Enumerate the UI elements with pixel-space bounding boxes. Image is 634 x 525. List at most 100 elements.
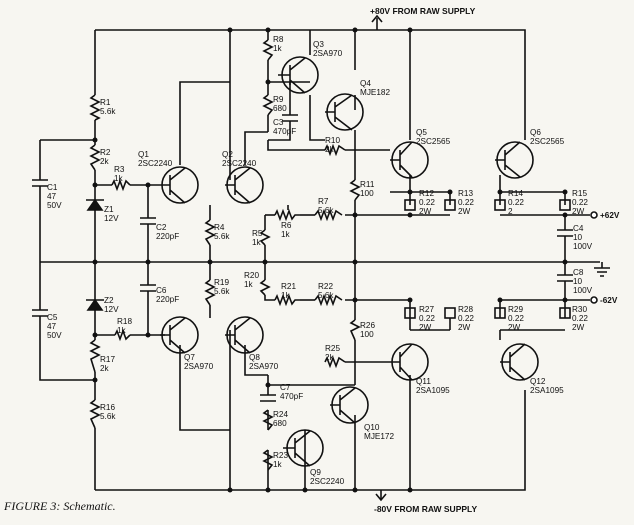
label-r20-a: R20 — [244, 271, 259, 280]
label-r4-a: R4 — [214, 223, 225, 232]
figure-caption: FIGURE 3: Schematic. — [3, 499, 116, 513]
label-q10-a: Q10 — [364, 423, 380, 432]
label-r21-a: R21 — [281, 282, 296, 291]
label-r19-b: 5.6k — [214, 287, 230, 296]
label-r5-a: R5 — [252, 229, 263, 238]
label-r5-b: 1k — [252, 238, 262, 247]
label-r13-a: R13 — [458, 189, 473, 198]
label-r19-a: R19 — [214, 278, 229, 287]
label-r14-b: 0.22 — [508, 198, 524, 207]
label-r4-b: 5.6k — [214, 232, 230, 241]
label-q4-a: Q4 — [360, 79, 371, 88]
label-c1-a: C1 — [47, 183, 58, 192]
label-r12-b: 0.22 — [419, 198, 435, 207]
label-q1-a: Q1 — [138, 150, 149, 159]
label-r8-b: 1k — [273, 44, 283, 53]
output-negative-label: -62V — [600, 296, 618, 305]
label-q2-b: 2SC2240 — [222, 159, 257, 168]
label-r18-a: R18 — [117, 317, 132, 326]
transistor-symbols — [160, 56, 539, 467]
capacitor-symbols — [32, 82, 573, 402]
label-r1-a: R1 — [100, 98, 111, 107]
label-r12-a: R12 — [419, 189, 434, 198]
label-r15-c: 2W — [572, 207, 585, 216]
label-c3-b: 470pF — [273, 127, 296, 136]
label-q8-a: Q8 — [249, 353, 260, 362]
label-q11-b: 2SA1095 — [416, 386, 450, 395]
label-r29-c: 2W — [508, 323, 521, 332]
label-q3-b: 2SA970 — [313, 49, 343, 58]
label-r30-c: 2W — [572, 323, 585, 332]
label-z2-b: 12V — [104, 305, 119, 314]
ground-symbol — [594, 262, 610, 277]
label-r24-a: R24 — [273, 410, 288, 419]
junction-dots — [92, 27, 568, 493]
label-r25-a: R25 — [325, 344, 340, 353]
label-r28-a: R28 — [458, 305, 473, 314]
label-r25-b: 2k — [325, 353, 335, 362]
label-r26-a: R26 — [360, 321, 375, 330]
label-c1-b: 47 — [47, 192, 57, 201]
label-q12-b: 2SA1095 — [530, 386, 564, 395]
label-q12-a: Q12 — [530, 377, 546, 386]
label-r30-b: 0.22 — [572, 314, 588, 323]
label-r2-a: R2 — [100, 148, 111, 157]
label-q2-a: Q2 — [222, 150, 233, 159]
label-r13-c: 2W — [458, 207, 471, 216]
label-q3-a: Q3 — [313, 40, 324, 49]
label-r29-a: R29 — [508, 305, 523, 314]
label-r6-a: R6 — [281, 221, 292, 230]
label-q7-b: 2SA970 — [184, 362, 214, 371]
label-r24-b: 680 — [273, 419, 287, 428]
label-r9-b: 680 — [273, 104, 287, 113]
label-r9-a: R9 — [273, 95, 284, 104]
label-r14-c: 2 — [508, 207, 513, 216]
label-c5-b: 47 — [47, 322, 57, 331]
label-r14-a: R14 — [508, 189, 523, 198]
label-q4-b: MJE182 — [360, 88, 390, 97]
output-positive-label: +62V — [600, 211, 620, 220]
label-z2-a: Z2 — [104, 296, 114, 305]
terminals — [371, 14, 598, 502]
label-r15-a: R15 — [572, 189, 587, 198]
label-r30-a: R30 — [572, 305, 587, 314]
label-q11-a: Q11 — [416, 377, 431, 386]
label-r18-b: 1k — [117, 326, 127, 335]
label-r23-a: R23 — [273, 451, 288, 460]
label-r7-a: R7 — [318, 197, 329, 206]
label-q8-b: 2SA970 — [249, 362, 279, 371]
label-r10-a: R10 — [325, 136, 340, 145]
wires — [39, 18, 600, 500]
label-q9-a: Q9 — [310, 468, 321, 477]
label-r8-a: R8 — [273, 35, 284, 44]
label-c6-a: C6 — [156, 286, 167, 295]
label-z1-a: Z1 — [104, 205, 114, 214]
label-r11-a: R11 — [360, 180, 375, 189]
label-r16-b: 5.6k — [100, 412, 116, 421]
label-r2-b: 2k — [100, 157, 110, 166]
label-q10-b: MJE172 — [364, 432, 394, 441]
label-c4-c: 100V — [573, 242, 593, 251]
label-r22-a: R22 — [318, 282, 333, 291]
label-r23-b: 1k — [273, 460, 283, 469]
label-c8-b: 10 — [573, 277, 583, 286]
supply-top-label: +80V FROM RAW SUPPLY — [370, 6, 476, 16]
label-r15-b: 0.22 — [572, 198, 588, 207]
label-r16-a: R16 — [100, 403, 115, 412]
label-r27-a: R27 — [419, 305, 434, 314]
label-c8-a: C8 — [573, 268, 584, 277]
label-r10-b: 2k — [325, 145, 335, 154]
label-r27-c: 2W — [419, 323, 432, 332]
label-q1-b: 2SC2240 — [138, 159, 173, 168]
label-q6-a: Q6 — [530, 128, 541, 137]
label-r28-c: 2W — [458, 323, 471, 332]
label-q9-b: 2SC2240 — [310, 477, 345, 486]
label-r27-b: 0.22 — [419, 314, 435, 323]
supply-bottom-label: -80V FROM RAW SUPPLY — [374, 504, 477, 514]
label-r28-b: 0.22 — [458, 314, 474, 323]
resistor-symbols — [89, 39, 571, 471]
label-q5-a: Q5 — [416, 128, 427, 137]
zener-symbols — [86, 198, 104, 311]
